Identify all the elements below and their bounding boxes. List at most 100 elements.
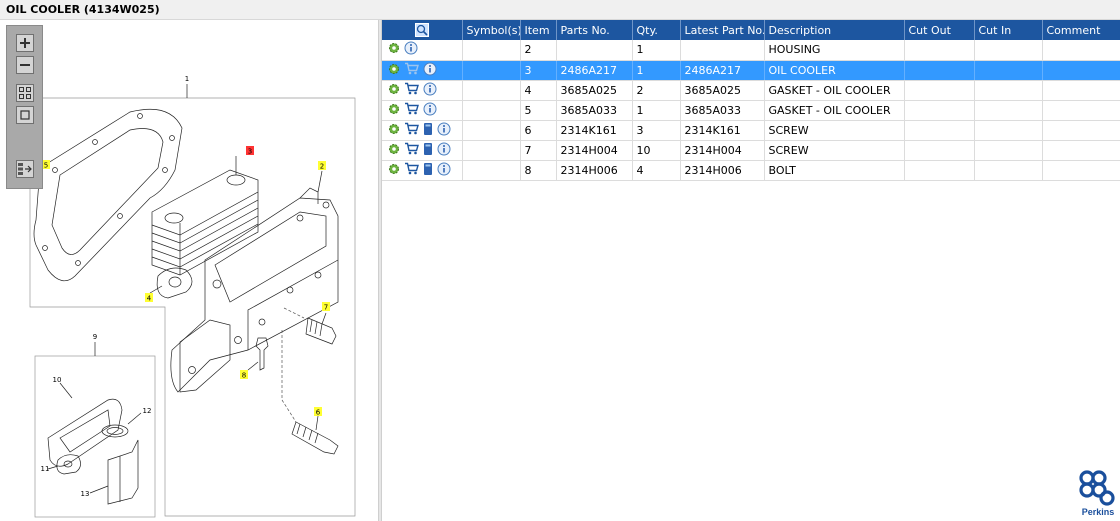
housing-2-holes: [188, 201, 330, 374]
row-action-icons: [382, 60, 463, 81]
info-icon[interactable]: [437, 142, 451, 159]
cell-latest-part-no: 2314H006: [680, 160, 765, 181]
book-icon[interactable]: [423, 142, 433, 159]
cell-description: GASKET - OIL COOLER: [764, 80, 905, 101]
panel-splitter[interactable]: [378, 20, 382, 521]
info-icon[interactable]: [437, 122, 451, 139]
cell-cut-in: [974, 60, 1043, 81]
cell-symbols: [462, 80, 521, 101]
cart-icon[interactable]: [404, 82, 419, 98]
fit-all-icon: [19, 87, 31, 99]
cell-description: GASKET - OIL COOLER: [764, 100, 905, 121]
cell-symbols: [462, 120, 521, 141]
screw-8: [255, 337, 269, 371]
cell-latest-part-no: [680, 40, 765, 61]
info-icon[interactable]: [437, 162, 451, 179]
callout-4: 4: [147, 295, 152, 303]
housing-2-flange: [179, 319, 231, 393]
column-header-comment[interactable]: Comment: [1042, 20, 1120, 40]
housing-2-port: [299, 187, 319, 204]
exploded-diagram[interactable]: 1 2 3 4 5 6 7 8 9 10 11 12 13: [0, 20, 378, 521]
column-header-qty[interactable]: Qty.: [632, 20, 681, 40]
info-icon[interactable]: [404, 41, 418, 58]
gear-icon[interactable]: [388, 123, 400, 138]
screw-7: [305, 317, 337, 345]
column-header-cut-out[interactable]: Cut Out: [904, 20, 975, 40]
cell-qty: 1: [632, 100, 681, 121]
cell-item: 6: [520, 120, 557, 141]
cart-icon[interactable]: [404, 122, 419, 138]
callout-11: 11: [41, 465, 50, 473]
cell-latest-part-no: 3685A033: [680, 100, 765, 121]
column-header-item[interactable]: Item: [520, 20, 557, 40]
panel-toggle-button[interactable]: [16, 160, 34, 178]
callout-9: 9: [93, 333, 97, 341]
perkins-logo: Perkins: [1078, 469, 1118, 519]
gear-icon[interactable]: [388, 63, 400, 78]
cell-cut-out: [904, 120, 975, 141]
gear-icon[interactable]: [388, 103, 400, 118]
info-icon[interactable]: [423, 102, 437, 119]
column-header-search[interactable]: [382, 20, 463, 40]
cell-part-no: [556, 40, 633, 61]
gear-icon[interactable]: [388, 42, 400, 57]
cell-cut-in: [974, 120, 1043, 141]
cell-comment: [1042, 160, 1120, 181]
cell-cut-out: [904, 60, 975, 81]
cart-icon[interactable]: [404, 162, 419, 178]
zoom-out-button[interactable]: [16, 56, 34, 74]
assembly-dash-lines: [281, 307, 305, 423]
gear-icon[interactable]: [388, 163, 400, 178]
gasket-4: [156, 267, 193, 299]
cell-symbols: [462, 40, 521, 61]
column-header-parts-no[interactable]: Parts No.: [556, 20, 633, 40]
book-icon[interactable]: [423, 162, 433, 179]
column-header-latest-part-no[interactable]: Latest Part No.: [680, 20, 765, 40]
cell-qty: 1: [632, 40, 681, 61]
zoom-in-button[interactable]: [16, 34, 34, 52]
fit-all-button[interactable]: [16, 84, 34, 102]
callout-6-leader: [315, 415, 319, 431]
cart-icon[interactable]: [404, 102, 419, 118]
oil-cooler-3-body: [151, 169, 259, 276]
column-header-description[interactable]: Description: [764, 20, 905, 40]
cell-cut-in: [974, 160, 1043, 181]
book-icon[interactable]: [423, 122, 433, 139]
callout-12-leader: [127, 412, 142, 425]
callout-2: 2: [320, 163, 324, 171]
cell-cut-in: [974, 100, 1043, 121]
zoom-out-icon: [20, 64, 30, 66]
info-icon[interactable]: [423, 62, 437, 79]
oil-cooler-3-port-top: [226, 174, 246, 186]
cart-disabled-icon[interactable]: [404, 62, 419, 78]
cell-comment: [1042, 80, 1120, 101]
callout-7: 7: [324, 304, 328, 312]
callout-6: 6: [316, 409, 321, 417]
gear-icon[interactable]: [388, 83, 400, 98]
column-header-symbols[interactable]: Symbol(s): [462, 20, 521, 40]
cell-comment: [1042, 100, 1120, 121]
cart-icon[interactable]: [404, 142, 419, 158]
seal-12: [101, 424, 129, 438]
cell-item: 2: [520, 40, 557, 61]
cell-qty: 4: [632, 160, 681, 181]
exploded-diagram-panel[interactable]: 1 2 3 4 5 6 7 8 9 10 11 12 13: [0, 20, 378, 521]
actual-size-button[interactable]: [16, 106, 34, 124]
gasket-5-inner: [51, 128, 164, 255]
gear-icon[interactable]: [388, 143, 400, 158]
row-action-icons: [382, 40, 463, 61]
bolt-6-thread: [296, 423, 319, 444]
callout-8-leader: [247, 361, 259, 371]
cell-cut-in: [974, 40, 1043, 61]
cell-qty: 2: [632, 80, 681, 101]
info-icon[interactable]: [423, 82, 437, 99]
cell-cut-out: [904, 140, 975, 161]
column-header-cut-in[interactable]: Cut In: [974, 20, 1043, 40]
